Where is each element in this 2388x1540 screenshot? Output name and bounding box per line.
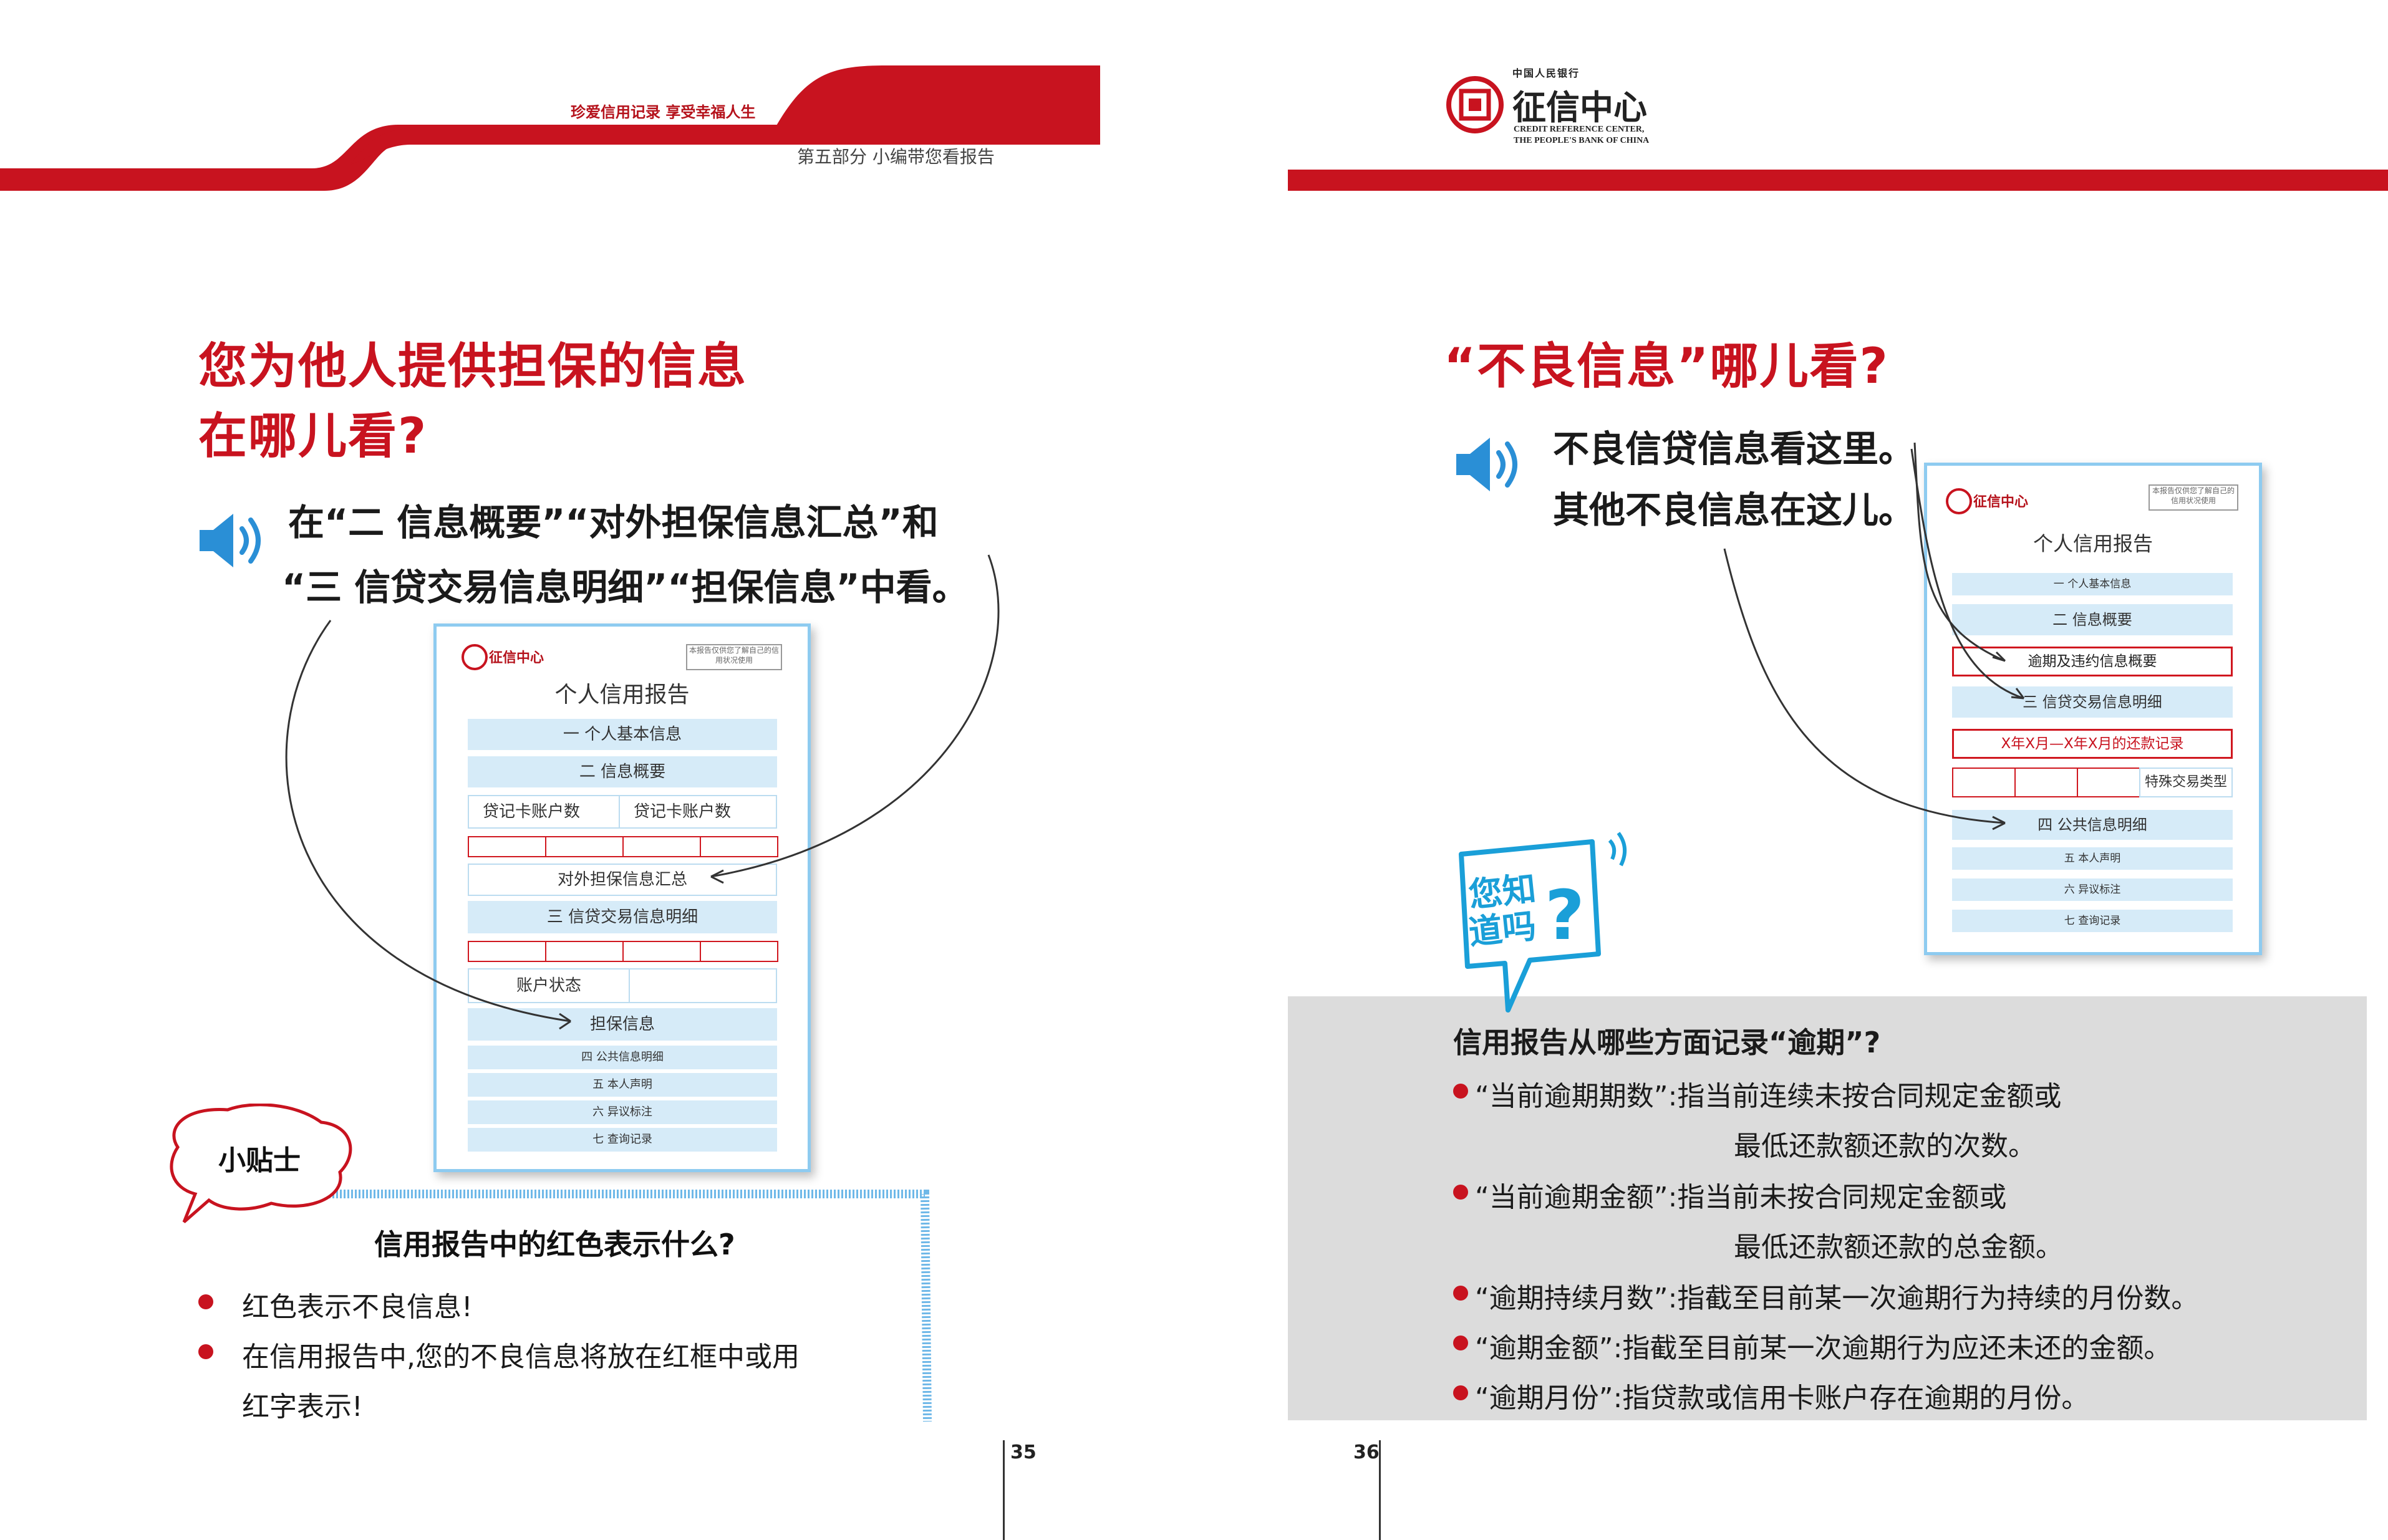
report-row-repayment-record: X年X月—X年X月的还款记录 bbox=[1952, 729, 2233, 759]
instruction-line2: “三 信贷交易信息明细”“担保信息”中看。 bbox=[282, 566, 969, 609]
did-you-know-line2: 道吗 bbox=[1466, 906, 1538, 953]
page-title-line1: 您为他人提供担保的信息 bbox=[198, 339, 748, 395]
page-number-rule bbox=[1379, 1440, 1381, 1540]
instruction-line1: 在“二 信息概要”“对外担保信息汇总”和 bbox=[288, 501, 939, 544]
report-cell-card-count-a: 贷记卡账户数 bbox=[468, 795, 620, 829]
tip-heading: 信用报告中的红色表示什么? bbox=[374, 1228, 735, 1261]
tip-bullet-2-line2: 红字表示! bbox=[242, 1391, 363, 1423]
report-row-query-record: 七 查询记录 bbox=[1952, 910, 2233, 932]
section-label: 第五部分 小编带您看报告 bbox=[797, 147, 995, 167]
page-35: 珍爱信用记录 享受幸福人生 第五部分 小编带您看报告 您为他人提供担保的信息 在… bbox=[0, 0, 1100, 1540]
bullet bbox=[198, 1294, 213, 1309]
def-5: “逾期月份”:指贷款或信用卡账户存在逾期的月份。 bbox=[1475, 1382, 2089, 1414]
report-row-guarantee-summary: 对外担保信息汇总 bbox=[468, 864, 777, 896]
gutter bbox=[1100, 0, 1288, 1540]
speaker-icon bbox=[1456, 438, 1517, 491]
page-title-line2: 在哪儿看? bbox=[198, 408, 428, 464]
slogan: 珍爱信用记录 享受幸福人生 bbox=[571, 103, 756, 121]
logo-en-2: THE PEOPLE'S BANK OF CHINA bbox=[1514, 136, 1650, 145]
report-cell-account-status: 账户状态 bbox=[468, 968, 630, 1003]
report-row-public-info: 四 公共信息明细 bbox=[1952, 810, 2233, 840]
speaker-icon bbox=[200, 514, 261, 567]
bullet bbox=[1453, 1335, 1468, 1350]
instruction-line2: 其他不良信息在这儿。 bbox=[1553, 489, 1915, 531]
tip-frame bbox=[170, 1104, 932, 1422]
report-row-overdue-summary: 逾期及违约信息概要 bbox=[1952, 647, 2233, 676]
logo-title: 征信中心 bbox=[1512, 88, 1647, 127]
page-number: 35 bbox=[1010, 1441, 1037, 1463]
def-3: “逾期持续月数”:指截至目前某一次逾期行为持续的月份数。 bbox=[1475, 1283, 2199, 1314]
bullet bbox=[1453, 1185, 1468, 1200]
page-number: 36 bbox=[1353, 1441, 1380, 1463]
logo-en-1: CREDIT REFERENCE CENTER, bbox=[1514, 125, 1645, 134]
logo-top-text: 中国人民银行 bbox=[1512, 67, 1580, 79]
report-row-summary: 二 信息概要 bbox=[468, 756, 777, 787]
def-1-line1: “当前逾期期数”:指当前连续未按合同规定金额或 bbox=[1475, 1080, 2062, 1112]
report-row-basic-info: 一 个人基本信息 bbox=[468, 719, 777, 750]
panel-question: 信用报告从哪些方面记录“逾期”? bbox=[1453, 1026, 1881, 1059]
report-logo-text: 征信中心 bbox=[489, 650, 544, 666]
tip-bubble-label: 小贴士 bbox=[218, 1145, 301, 1177]
page-36: 中国人民银行 征信中心 CREDIT REFERENCE CENTER, THE… bbox=[1288, 0, 2388, 1540]
page-number-rule bbox=[1003, 1440, 1005, 1540]
report-note: 本报告仅供您了解自己的信用状况使用 bbox=[2149, 484, 2238, 511]
def-1-line2: 最低还款额还款的次数。 bbox=[1734, 1130, 2036, 1162]
instruction-line1: 不良信贷信息看这里。 bbox=[1553, 428, 1915, 470]
report-row-objection: 六 异议标注 bbox=[1952, 878, 2233, 901]
page-title: “不良信息”哪儿看? bbox=[1444, 339, 1889, 395]
bullet bbox=[1453, 1286, 1468, 1301]
def-4: “逾期金额”:指截至目前某一次逾期行为应还未还的金额。 bbox=[1475, 1332, 2172, 1364]
report-cell-card-count-b: 贷记卡账户数 bbox=[619, 795, 777, 829]
report-note: 本报告仅供您了解自己的信用状况使用 bbox=[686, 644, 782, 670]
report-row-summary: 二 信息概要 bbox=[1952, 604, 2233, 635]
report-cell-special-trade: 特殊交易类型 bbox=[2139, 768, 2233, 797]
report-title: 个人信用报告 bbox=[554, 682, 690, 708]
credit-center-logo bbox=[462, 644, 488, 670]
tip-bullet-2-line1: 在信用报告中,您的不良信息将放在红框中或用 bbox=[242, 1341, 800, 1373]
report-red-cells-2 bbox=[468, 941, 778, 962]
header-red-bar bbox=[1288, 170, 2388, 191]
bullet bbox=[198, 1344, 213, 1359]
report-red-cells bbox=[468, 836, 778, 857]
def-2-line1: “当前逾期金额”:指当前未按合同规定金额或 bbox=[1475, 1181, 2007, 1213]
report-row-credit-detail: 三 信贷交易信息明细 bbox=[1952, 686, 2233, 718]
report-row-statement: 五 本人声明 bbox=[468, 1073, 777, 1097]
tip-bullet-1: 红色表示不良信息! bbox=[242, 1291, 473, 1323]
report-row-basic-info: 一 个人基本信息 bbox=[1952, 573, 2233, 595]
did-you-know-bubble bbox=[1459, 832, 1627, 1013]
report-row-credit-detail: 三 信贷交易信息明细 bbox=[468, 901, 777, 933]
report-row-objection: 六 异议标注 bbox=[468, 1100, 777, 1124]
header-wave bbox=[0, 65, 1100, 191]
report-logo-text: 征信中心 bbox=[1973, 494, 2029, 510]
credit-center-logo bbox=[1946, 488, 1972, 514]
report-row-statement: 五 本人声明 bbox=[1952, 847, 2233, 870]
report-row-query-record: 七 查询记录 bbox=[468, 1128, 777, 1152]
did-you-know-mark: ? bbox=[1545, 875, 1585, 955]
pointer-arrows bbox=[1723, 442, 2025, 830]
credit-report-illustration: 征信中心 本报告仅供您了解自己的信用状况使用 个人信用报告 一 个人基本信息 二… bbox=[433, 623, 811, 1172]
bullet bbox=[1453, 1385, 1468, 1400]
report-title: 个人信用报告 bbox=[2033, 532, 2153, 556]
report-row-public-info: 四 公共信息明细 bbox=[468, 1046, 777, 1069]
overdue-panel bbox=[1288, 996, 2367, 1420]
pointer-arrows bbox=[285, 554, 1000, 1030]
report-row-guarantee-info: 担保信息 bbox=[468, 1008, 777, 1041]
def-2-line2: 最低还款额还款的总金额。 bbox=[1734, 1231, 2063, 1263]
bullet bbox=[1453, 1084, 1468, 1099]
credit-center-logo bbox=[1446, 76, 1504, 133]
report-cell-empty bbox=[629, 968, 777, 1003]
credit-report-illustration: 征信中心 本报告仅供您了解自己的信用状况使用 个人信用报告 一 个人基本信息 二… bbox=[1924, 463, 2262, 955]
